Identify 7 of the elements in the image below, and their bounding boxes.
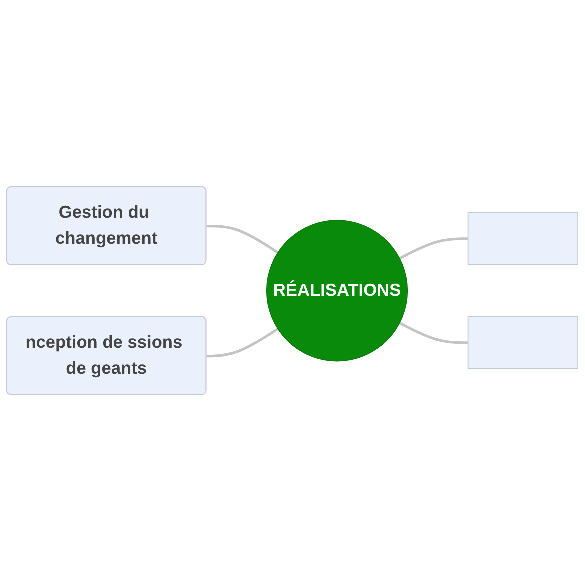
node-box [468,316,578,369]
connector [399,322,468,344]
connector [206,224,279,254]
node-circle: RÉALISATIONS [266,220,408,362]
node-box [468,212,578,265]
connector [206,328,279,358]
connector [399,237,468,260]
